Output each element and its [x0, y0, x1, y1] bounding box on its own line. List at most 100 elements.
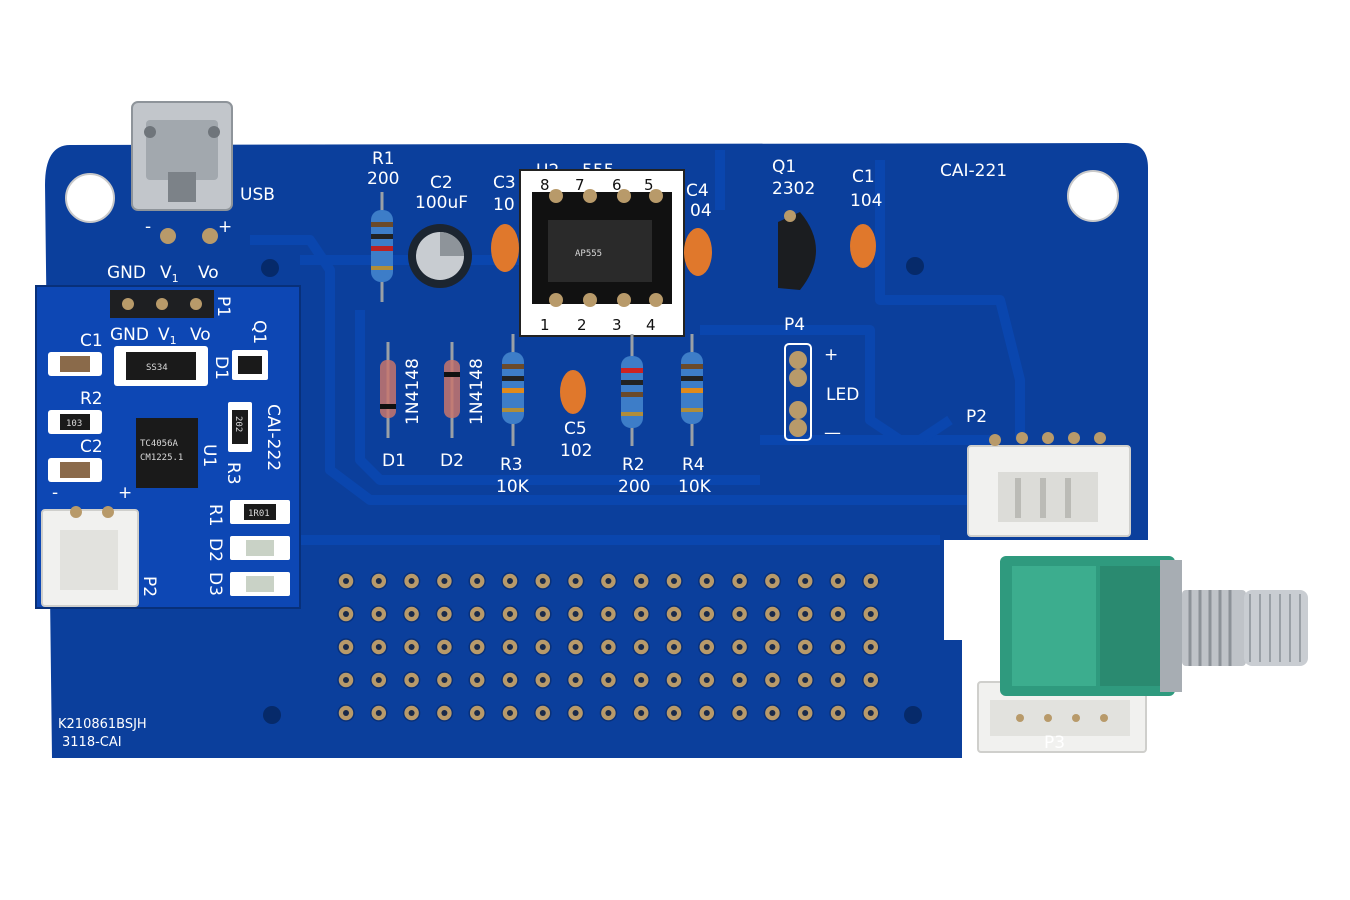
capacitor-c1: [850, 224, 876, 268]
mounting-hole: [1067, 170, 1119, 222]
proto-hole-center: [441, 677, 448, 683]
proto-hole-center: [507, 710, 513, 716]
proto-hole-center: [507, 644, 513, 650]
module-ic-marking-1: TC4056A: [140, 439, 179, 449]
proto-hole-center: [736, 644, 743, 650]
proto-hole-center: [441, 644, 448, 650]
u2-chip-marking: AP555: [575, 249, 602, 259]
c2-value: 100uF: [415, 193, 468, 213]
proto-hole-center: [802, 644, 809, 650]
module-minus-label: -: [52, 483, 58, 503]
capacitor-c3: [491, 224, 519, 272]
socket-pin-2: 2: [577, 316, 587, 334]
proto-hole-center: [572, 677, 579, 683]
proto-hole-center: [835, 611, 841, 617]
led-header-p4: [784, 343, 812, 441]
charger-module: GND V1 Vo P1 C1 R2 103 C2 SS34 Q1 D1 TC4…: [35, 285, 301, 609]
proto-hole-center: [867, 578, 874, 584]
module-r3-label: R3: [223, 462, 243, 485]
proto-hole-center: [802, 611, 809, 617]
proto-hole-center: [769, 578, 776, 584]
proto-hole-center: [605, 611, 612, 617]
board-code-line1: K210861BSJH: [58, 717, 147, 732]
r3-value: 10K: [496, 477, 530, 497]
c2-ref: C2: [430, 173, 453, 193]
proto-hole-center: [638, 611, 645, 617]
diode-d1: [380, 342, 396, 438]
proto-hole-center: [539, 644, 546, 650]
proto-hole-center: [474, 677, 481, 683]
resistor-r3: [502, 334, 524, 446]
proto-hole-center: [736, 710, 743, 716]
proto-hole-center: [408, 677, 415, 683]
board-id-label: CAI-221: [940, 161, 1007, 181]
proto-hole-center: [474, 710, 481, 716]
header-vo-label: Vo: [198, 263, 219, 283]
module-u1-label: U1: [199, 444, 219, 467]
proto-hole-center: [343, 710, 349, 716]
proto-hole-center: [671, 611, 677, 617]
socket-pin-4: 4: [646, 316, 656, 334]
module-q1-label: Q1: [249, 320, 269, 344]
module-vo-label: Vo: [190, 325, 211, 345]
proto-hole-center: [671, 677, 677, 683]
proto-hole-center: [375, 644, 382, 650]
proto-hole-center: [539, 710, 546, 716]
proto-hole-center: [375, 578, 382, 584]
c1-ref: C1: [852, 167, 875, 187]
proto-hole-center: [408, 710, 415, 716]
proto-hole-center: [769, 710, 776, 716]
diode-d2: [444, 342, 460, 438]
proto-hole-center: [572, 611, 579, 617]
resistor-r4: [681, 334, 703, 446]
module-connector-p2: [41, 506, 139, 607]
proto-hole-center: [474, 578, 481, 584]
d1-value: 1N4148: [403, 358, 423, 425]
proto-hole-center: [835, 644, 841, 650]
proto-hole-center: [572, 710, 579, 716]
transistor-q1: [778, 212, 816, 290]
usb-connector: [131, 101, 233, 211]
potentiometer: [1000, 556, 1308, 696]
proto-hole-center: [343, 611, 349, 617]
proto-hole-center: [638, 578, 645, 584]
resistor-r1: [371, 192, 393, 302]
proto-hole-center: [867, 710, 874, 716]
proto-hole-center: [441, 578, 448, 584]
module-p2-label: P2: [139, 576, 159, 597]
proto-hole-center: [802, 710, 809, 716]
header-gnd-label: GND: [107, 263, 146, 283]
module-r1-label: R1: [205, 504, 225, 527]
proto-hole-center: [867, 644, 874, 650]
r4-value: 10K: [678, 477, 712, 497]
module-c2-label: C2: [80, 437, 103, 457]
r1-value: 200: [367, 169, 399, 189]
usb-minus-label: -: [145, 217, 151, 237]
proto-hole-center: [703, 710, 710, 716]
mounting-hole: [65, 173, 115, 223]
r1-ref: R1: [372, 149, 395, 169]
proto-hole-center: [835, 578, 841, 584]
proto-hole-center: [343, 578, 349, 584]
proto-hole-center: [703, 677, 710, 683]
module-plus-label: +: [118, 483, 132, 503]
socket-pin-1: 1: [540, 316, 550, 334]
proto-hole-center: [638, 710, 645, 716]
module-ic-u1: TC4056A CM1225.1: [136, 418, 198, 488]
proto-hole-center: [572, 644, 579, 650]
socket-pin-3: 3: [612, 316, 622, 334]
proto-hole-center: [802, 578, 809, 584]
proto-hole-center: [769, 611, 776, 617]
p3-ref: P3: [1044, 733, 1065, 753]
proto-hole-center: [375, 611, 382, 617]
resistor-r2: [621, 334, 643, 446]
module-d3-label: D3: [205, 572, 225, 596]
socket-pin-7: 7: [575, 176, 585, 194]
proto-hole-center: [572, 578, 579, 584]
module-gnd-label: GND: [110, 325, 149, 345]
main-board: CAI-221 K210861BSJH 3118-CAI USB - + GND…: [45, 101, 1148, 758]
proto-hole-center: [703, 611, 710, 617]
proto-hole-center: [703, 644, 710, 650]
proto-hole-center: [343, 677, 349, 683]
proto-hole-center: [835, 677, 841, 683]
